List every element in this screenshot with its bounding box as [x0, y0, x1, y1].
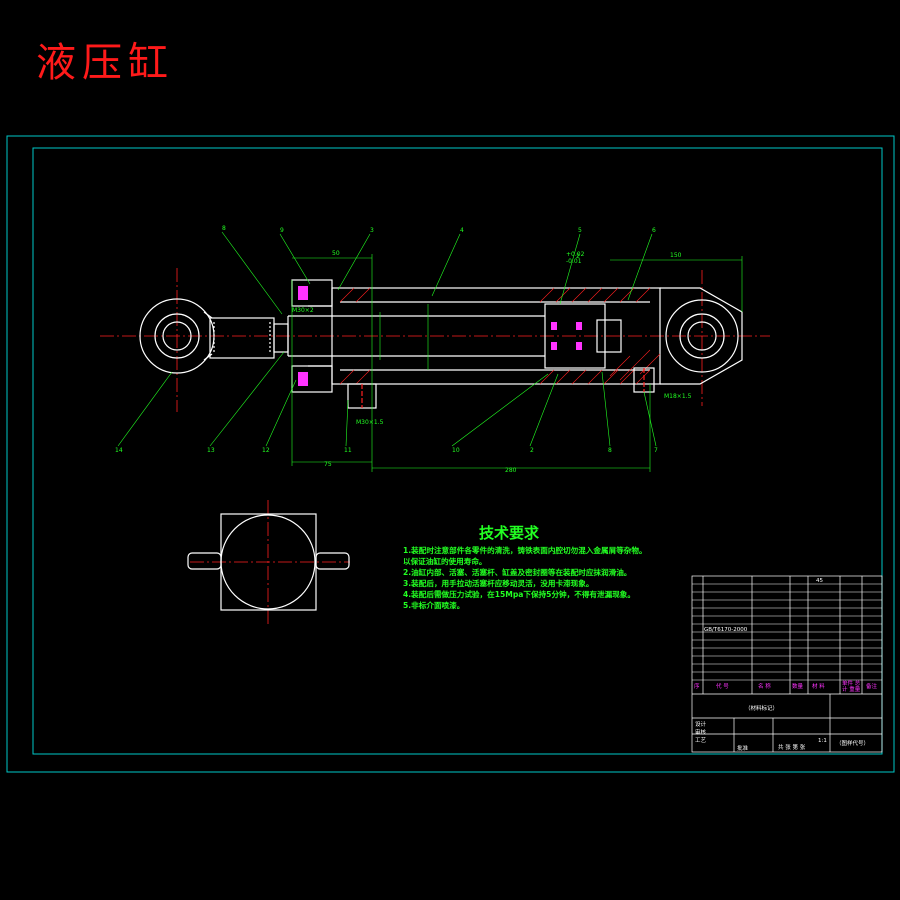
header-weight: 单件 总计 重量	[842, 681, 861, 693]
sheet-info: 共 张 第 张	[778, 745, 806, 751]
dim-280: 280	[505, 467, 517, 474]
thread-right: M18×1.5	[664, 393, 692, 400]
balloon: 14	[115, 447, 123, 454]
balloon: 6	[652, 227, 656, 234]
dim-75: 75	[324, 461, 332, 468]
sign-design: 设计	[695, 722, 707, 728]
dimension-texts: 50 150 75 280 M30×2 M30×1.5 M18×1.5 +0.0…	[292, 250, 692, 474]
balloon: 8	[608, 447, 612, 454]
oil-ports	[347, 367, 655, 409]
rod-end-collar	[209, 317, 289, 359]
dimension-lines	[291, 254, 743, 472]
tech-req-item: 3.装配后，用手拉动活塞杆应移动灵活，没用卡滞现象。	[403, 579, 594, 588]
tech-req-item: 4.装配后需做压力试验，在15Mpa下保持5分钟，不得有泄漏现象。	[403, 590, 635, 599]
piston	[544, 303, 622, 369]
inner-frame	[32, 147, 883, 755]
balloon: 10	[452, 447, 460, 454]
balloon: 7	[654, 447, 658, 454]
header-material: 材 料	[812, 684, 825, 690]
balloon: 2	[576, 253, 580, 260]
sign-approve: 批准	[737, 746, 749, 752]
dim-150: 150	[670, 252, 682, 259]
right-rod-eye	[665, 299, 739, 373]
header-note: 备注	[866, 684, 878, 690]
dim-50: 50	[332, 250, 340, 257]
leader-lines	[117, 231, 657, 447]
material-mark: （材料标记）	[745, 706, 779, 712]
balloon: 13	[207, 447, 215, 454]
sign-craft: 工艺	[695, 738, 707, 744]
parts-standard: GB/T6170-2000	[704, 627, 748, 633]
balloon: 8	[222, 225, 226, 232]
parts-list-rows	[692, 583, 882, 681]
header-qty: 数量	[792, 684, 804, 690]
tech-req-item: 2.油缸内部、活塞、活塞杆、缸盖及密封圈等在装配时应抹润滑油。	[403, 568, 632, 577]
piston-rod	[287, 315, 545, 357]
header-name: 名 称	[758, 684, 771, 690]
drawing-code: （图样代号）	[836, 741, 870, 747]
section-hatching	[339, 287, 661, 385]
side-view	[187, 513, 350, 611]
balloon-numbers: 8 9 3 4 5 6 14 13 12 11 10 2 8 7 2	[115, 225, 658, 454]
tolerance-bottom: -0.01	[566, 258, 582, 265]
tech-req-heading: 技术要求	[479, 524, 540, 542]
technical-requirements: 技术要求 1.装配时注意部件各零件的清洗，铸铁表面内腔切勿混入金属屑等杂物。以保…	[403, 522, 653, 611]
tolerance-top: +0.02	[566, 251, 585, 258]
sign-audit: 审核	[695, 730, 707, 736]
balloon: 2	[530, 447, 534, 454]
balloon: 12	[262, 447, 270, 454]
balloon: 4	[460, 227, 464, 234]
balloon: 11	[344, 447, 352, 454]
balloon: 5	[578, 227, 582, 234]
tech-req-item: 1.装配时注意部件各零件的清洗，铸铁表面内腔切勿混入金属屑等杂物。以保证油缸的使…	[403, 546, 647, 566]
header-seq: 序	[694, 684, 700, 690]
outer-frame	[6, 135, 895, 773]
thread-left: M30×2	[292, 307, 314, 314]
scale: 1:1	[818, 738, 827, 744]
cylinder-barrel	[331, 287, 743, 385]
balloon: 3	[370, 227, 374, 234]
thread-mid: M30×1.5	[356, 419, 384, 426]
drawing-title: 液压缸	[36, 40, 174, 86]
header-code: 代 号	[716, 684, 729, 690]
balloon: 9	[280, 227, 284, 234]
tech-req-item: 5.非标介面喷漆。	[403, 601, 465, 610]
parts-material-row: 45	[816, 578, 823, 584]
